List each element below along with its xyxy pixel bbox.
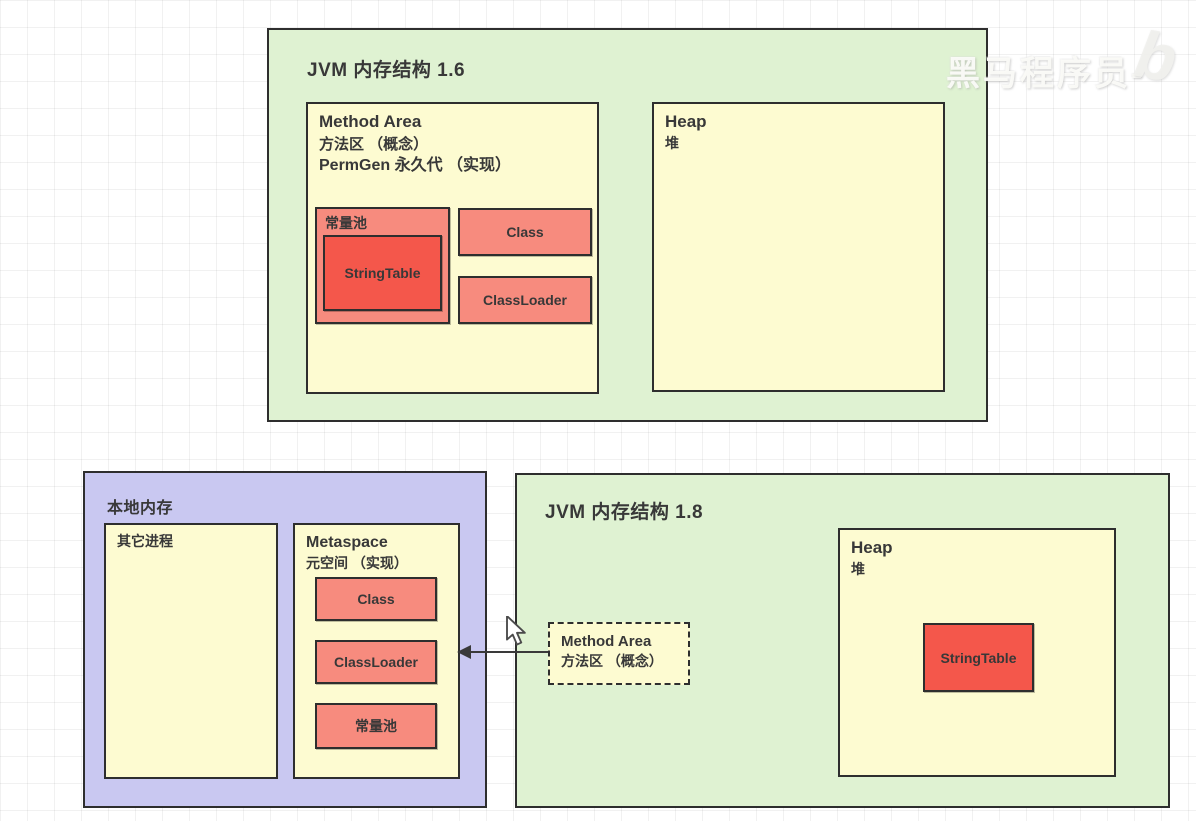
jvm18-stringtable-box: StringTable [923,623,1034,692]
jvm16-method-area-heading: Method Area 方法区 （概念） PermGen 永久代 （实现） [308,104,597,184]
native-memory-panel: 本地内存 其它进程 Metaspace 元空间 （实现） Class Class… [83,471,487,808]
jvm18-title: JVM 内存结构 1.8 [545,502,704,523]
jvm18-heap-box: Heap 堆 StringTable [838,528,1116,777]
metaspace-class-label: Class [357,591,395,607]
mouse-cursor-icon [506,616,526,646]
watermark-logo-b-icon: b [1129,16,1183,96]
native-memory-title: 本地内存 [107,500,174,517]
metaspace-constant-pool-label: 常量池 [355,718,397,734]
jvm16-heap-heading: Heap 堆 [654,104,943,161]
heap-cn-label: 堆 [665,134,679,151]
metaspace-label: Metaspace [306,534,388,551]
heap-label: Heap [665,112,707,131]
stringtable-label: StringTable [344,265,421,281]
other-process-label: 其它进程 [117,533,173,549]
metaspace-heading: Metaspace 元空间 （实现） [295,525,458,581]
class-label: Class [506,224,544,240]
watermark-text: 黑马程序员- [946,55,1146,93]
jvm16-panel: JVM 内存结构 1.6 Method Area 方法区 （概念） PermGe… [267,28,988,422]
metaspace-classloader-box: ClassLoader [315,640,437,684]
jvm16-method-area-box: Method Area 方法区 （概念） PermGen 永久代 （实现） 常量… [306,102,599,394]
jvm18-heap-heading: Heap 堆 [840,530,1114,587]
metaspace-box: Metaspace 元空间 （实现） Class ClassLoader 常量池 [293,523,460,779]
jvm16-heap-box: Heap 堆 [652,102,945,392]
method-area-to-metaspace-arrow-head [457,645,471,659]
other-process-box: 其它进程 [104,523,278,779]
jvm18-heap-label: Heap [851,538,893,557]
method-area-to-metaspace-arrow-line [470,651,548,653]
method-area-cn-label: 方法区 （概念） [319,135,429,153]
constant-pool-label: 常量池 [325,215,367,231]
jvm18-method-area-label: Method Area [561,633,652,650]
jvm18-method-area-cn-label: 方法区 （概念） [561,653,663,669]
jvm16-stringtable-box: StringTable [323,235,442,311]
metaspace-cn-label: 元空间 （实现） [306,555,408,572]
metaspace-class-box: Class [315,577,437,621]
classloader-label: ClassLoader [482,292,568,308]
jvm16-classloader-box: ClassLoader [458,276,592,324]
jvm18-stringtable-label: StringTable [940,649,1017,666]
jvm16-constant-pool-box: 常量池 StringTable [315,207,450,324]
metaspace-classloader-label: ClassLoader [333,654,419,670]
metaspace-constant-pool-box: 常量池 [315,703,437,749]
jvm18-panel: JVM 内存结构 1.8 Method Area 方法区 （概念） Heap 堆… [515,473,1170,808]
method-area-label: Method Area [319,112,422,131]
jvm16-title: JVM 内存结构 1.6 [307,60,466,81]
permgen-label: PermGen 永久代 （实现） [319,156,512,174]
jvm18-method-area-dashed-box: Method Area 方法区 （概念） [548,622,690,685]
jvm18-heap-cn-label: 堆 [851,560,865,577]
jvm16-class-box: Class [458,208,592,256]
